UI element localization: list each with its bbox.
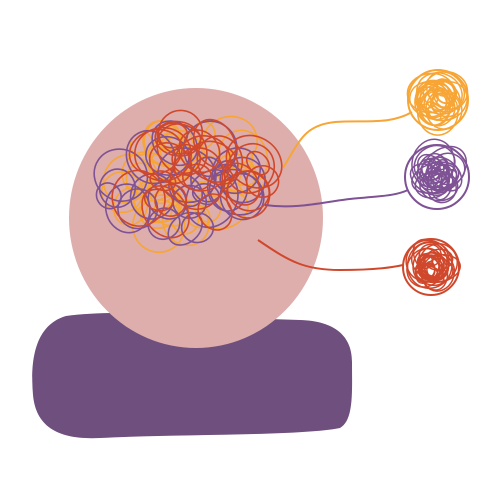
tangle-loop-red <box>169 147 226 211</box>
yarn-loop <box>406 240 453 290</box>
yarn-loop <box>415 81 439 106</box>
yarn-ball-orange <box>406 69 469 136</box>
tangle-loop-purple <box>151 120 198 167</box>
yarn-loop <box>430 159 449 184</box>
tangle-loop-red <box>226 142 276 194</box>
tangle-loop-purple <box>117 188 159 230</box>
yarn-loop <box>408 80 451 118</box>
tangle-loop-red <box>197 193 233 231</box>
tangle-loop-orange <box>161 198 210 247</box>
yarn-loop <box>424 261 436 278</box>
tangle-loop-red <box>156 123 208 176</box>
yarn-ball-outline <box>407 69 469 131</box>
string-orange <box>282 111 413 169</box>
yarn-ball-red <box>402 238 461 296</box>
tangle-loop-red <box>134 126 192 182</box>
string-purple <box>264 189 409 208</box>
yarn-ball-outline <box>402 238 460 296</box>
yarn-loop <box>421 253 456 292</box>
yarn-loop <box>411 161 460 194</box>
shoulders-shape <box>32 312 353 439</box>
tangle-loop-red <box>173 135 232 192</box>
yarn-ball-purple <box>404 138 470 210</box>
yarn-loop <box>418 243 458 283</box>
yarn-loop <box>416 86 439 110</box>
yarn-loop <box>425 71 466 110</box>
yarn-loop <box>430 163 454 201</box>
tangle-loop-red <box>143 188 174 212</box>
yarn-loop <box>413 144 456 185</box>
yarn-loop <box>426 172 457 204</box>
yarn-loop <box>424 163 450 189</box>
tangle-loop-red <box>171 143 202 174</box>
thought-tangle <box>93 109 283 254</box>
tangle-red <box>111 109 283 239</box>
yarn-loop <box>417 83 454 119</box>
tangle-loop-orange <box>125 162 154 195</box>
tangle-loop-red <box>178 129 221 174</box>
string-red <box>257 239 404 272</box>
yarn-ball-outline <box>404 144 470 210</box>
tangle-loop-red <box>245 164 280 199</box>
tangle-loop-purple <box>95 182 122 210</box>
